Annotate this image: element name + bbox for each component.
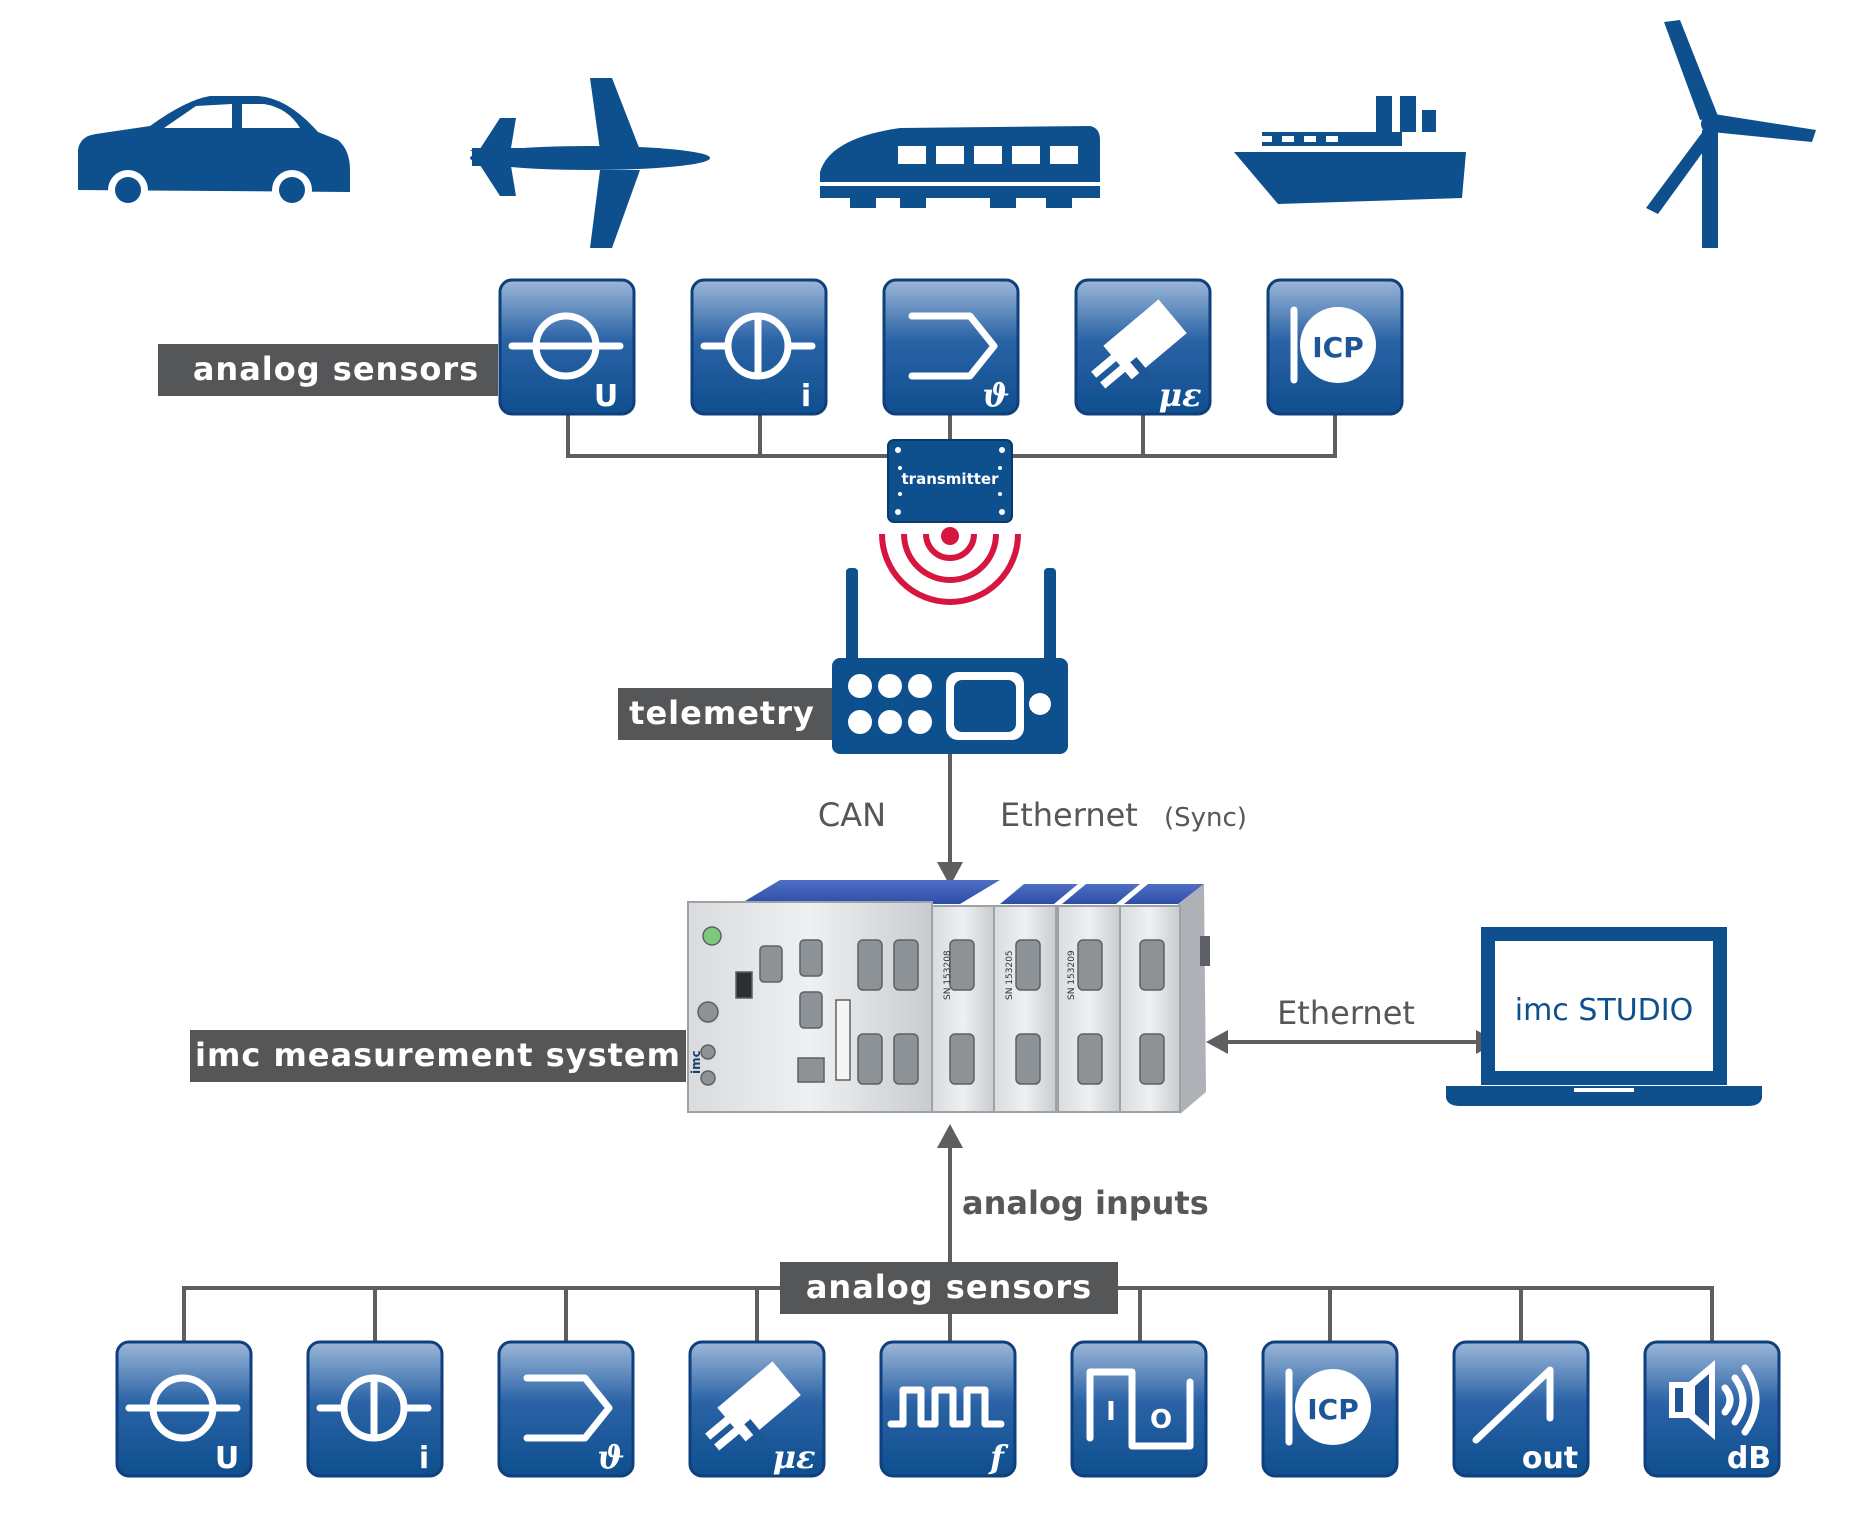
tile-voltage-top-label: U (594, 379, 618, 414)
imc-studio-label: imc STUDIO (1515, 993, 1693, 1028)
imc-measurement-system-label: imc measurement system (195, 1036, 681, 1074)
tile-temperature-bottom-label: ϑ (597, 1438, 624, 1476)
telemetry-receiver (832, 568, 1068, 754)
tile-db-bottom: dB (1645, 1342, 1779, 1476)
tile-db-bottom-label: dB (1727, 1441, 1771, 1476)
device-brand: imc (689, 1050, 703, 1074)
analog-sensors-top-label: analog sensors (193, 350, 479, 388)
tile-temperature-bottom: ϑ (499, 1342, 633, 1476)
tile-current-top-label: i (801, 379, 811, 414)
imc-measurement-device: SN 153208 SN 153205 SN 153209 imc (687, 880, 1210, 1114)
tile-voltage-bottom: U (117, 1342, 251, 1476)
laptop-icon: imc STUDIO (1446, 927, 1762, 1106)
module-serial-1: SN 153208 (943, 950, 953, 1000)
ethernet-sync-suffix: (Sync) (1164, 803, 1247, 833)
telemetry-label: telemetry (629, 694, 815, 732)
tile-strain-top: με (1074, 278, 1212, 416)
tile-current-top: i (692, 280, 826, 414)
tile-digital-i-label: I (1106, 1397, 1116, 1427)
transmitter-label: transmitter (902, 470, 1000, 488)
tile-strain-bottom: με (688, 1340, 826, 1478)
tile-out-bottom-label: out (1522, 1441, 1578, 1476)
analog-sensors-top-tag: analog sensors (158, 344, 498, 396)
tile-frequency-bottom-label: f (988, 1438, 1009, 1476)
wireless-signal-icon (879, 527, 1021, 605)
car-icon (78, 96, 350, 210)
tile-temperature-top: ϑ (884, 280, 1018, 414)
tile-voltage-bottom-label: U (215, 1441, 239, 1476)
wind-turbine-icon (1646, 20, 1816, 248)
module-serial-3: SN 153209 (1067, 950, 1077, 1000)
telemetry-tag: telemetry (618, 688, 832, 740)
tile-strain-bottom-label: με (773, 1438, 816, 1476)
ethernet-sync-label: Ethernet (1000, 796, 1138, 834)
tile-icp-top: ICP (1268, 280, 1402, 414)
analog-inputs-label: analog inputs (962, 1184, 1209, 1222)
ethernet-arrow-left (1206, 1030, 1228, 1054)
tile-icp-bottom-label: ICP (1307, 1393, 1359, 1426)
analog-sensors-bottom-tag: analog sensors (780, 1262, 1118, 1314)
tile-digital-o-label: O (1150, 1405, 1172, 1435)
tile-current-bottom: i (308, 1342, 442, 1476)
tile-frequency-bottom: f (881, 1342, 1015, 1476)
imc-measurement-system-tag: imc measurement system (190, 1030, 686, 1082)
tile-current-bottom-label: i (419, 1441, 429, 1476)
tile-icp-bottom: ICP (1263, 1342, 1397, 1476)
tile-temperature-top-label: ϑ (982, 376, 1009, 414)
tile-strain-top-label: με (1159, 376, 1202, 414)
ship-icon (1234, 96, 1466, 204)
can-link-arrow (937, 862, 963, 886)
module-serial-2: SN 153205 (1005, 950, 1015, 1000)
tile-icp-top-label: ICP (1312, 331, 1364, 364)
analog-sensors-bottom-label: analog sensors (806, 1268, 1092, 1306)
tile-voltage-top: U (500, 280, 634, 414)
airplane-icon (470, 78, 710, 248)
ethernet-label: Ethernet (1277, 994, 1415, 1032)
analog-inputs-arrow (937, 1124, 963, 1148)
tile-out-bottom: out (1454, 1342, 1588, 1476)
transmitter-box: transmitter (887, 439, 1013, 523)
can-label: CAN (818, 796, 886, 834)
train-icon (820, 126, 1100, 208)
tile-digital-io-bottom: I O (1072, 1342, 1206, 1476)
